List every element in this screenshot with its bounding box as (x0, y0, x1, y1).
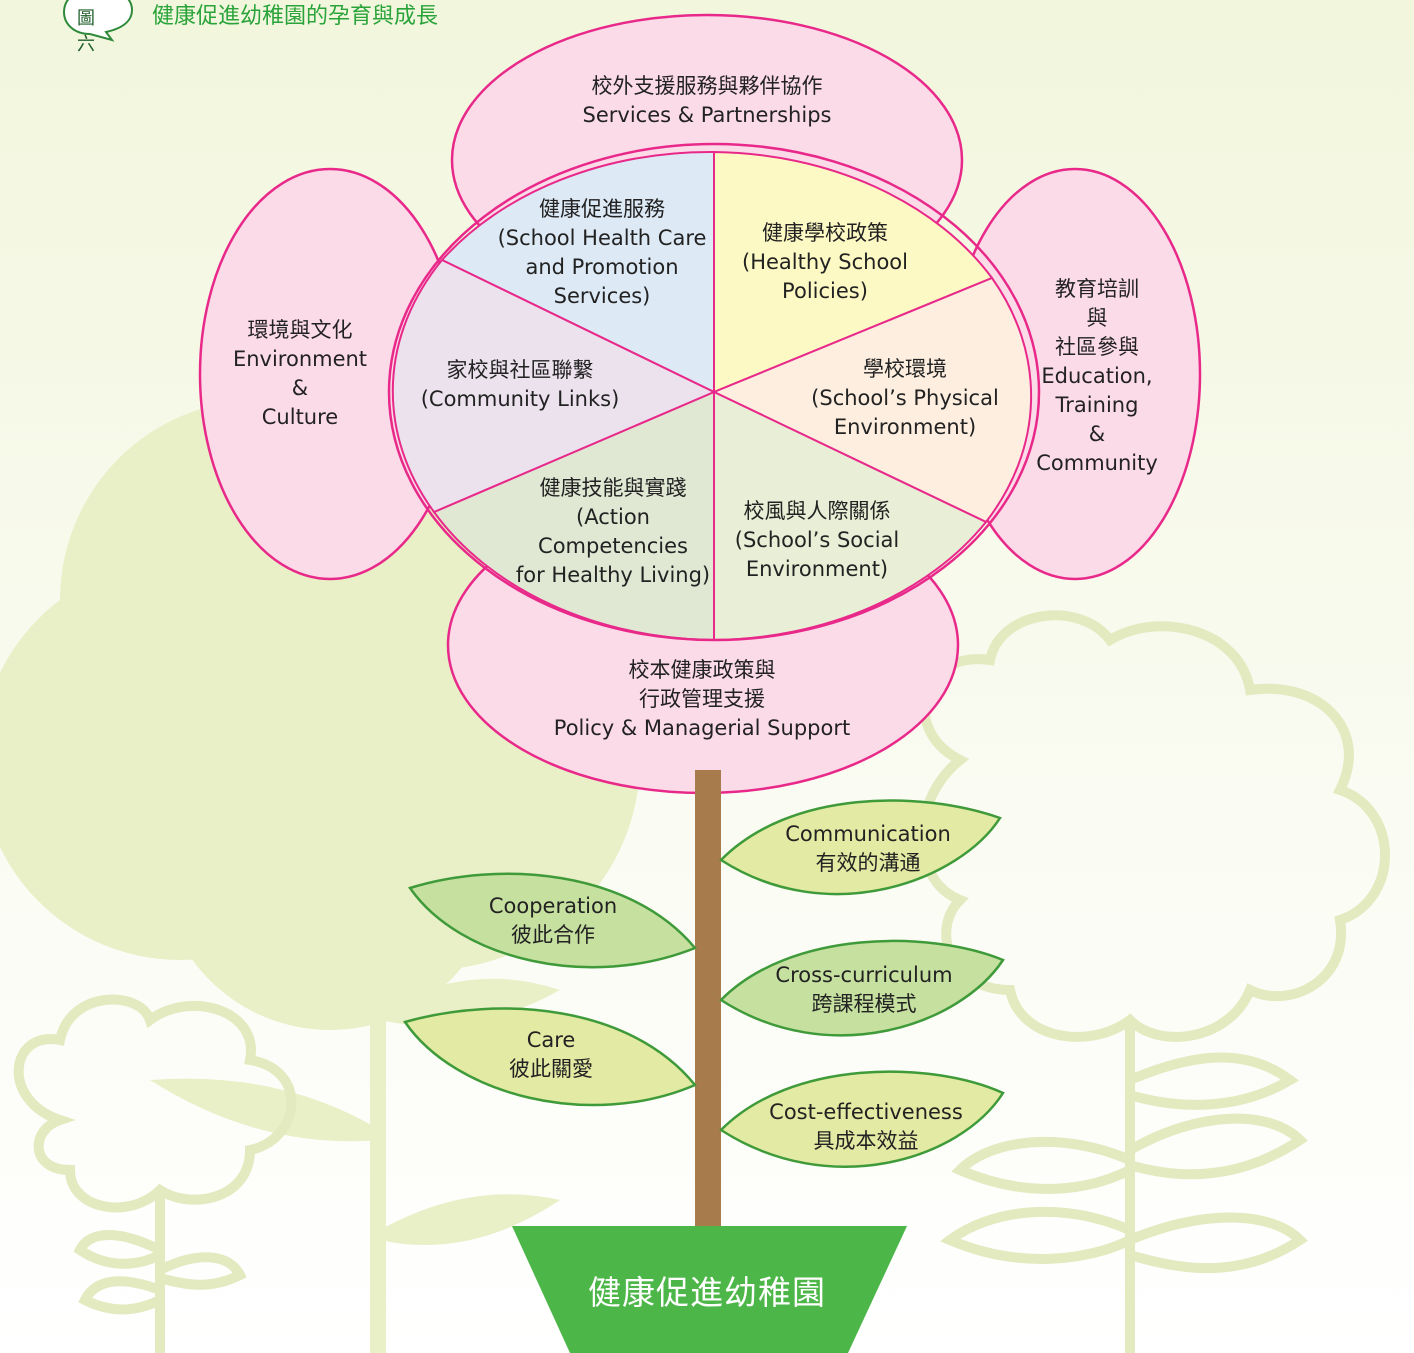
leaf-care (402, 1007, 698, 1107)
leaf-cost-effectiveness (719, 1070, 1005, 1168)
segment-community-links-label: 家校與社區聯繫(Community Links) (420, 358, 620, 411)
leaf-cooperation (407, 872, 698, 969)
leaf-cross-curriculum (719, 939, 1005, 1037)
figure-number: 圖六 (77, 8, 95, 55)
leaf-communication (719, 799, 1002, 896)
segment-school-policies (713, 150, 994, 394)
inner-pie (391, 150, 1033, 642)
figure-title: 健康促進幼稚園的孕育與成長 (152, 4, 439, 29)
pot-label: 健康促進幼稚園 (588, 1273, 826, 1312)
segment-physical-environment (711, 276, 1033, 524)
speech-bubble-icon (62, 0, 134, 42)
leaves (402, 799, 1005, 1168)
pot (512, 1226, 907, 1353)
pie-outline (387, 142, 1041, 642)
segment-community-links (391, 258, 717, 514)
stem (695, 770, 721, 1240)
segment-health-services (440, 150, 715, 394)
